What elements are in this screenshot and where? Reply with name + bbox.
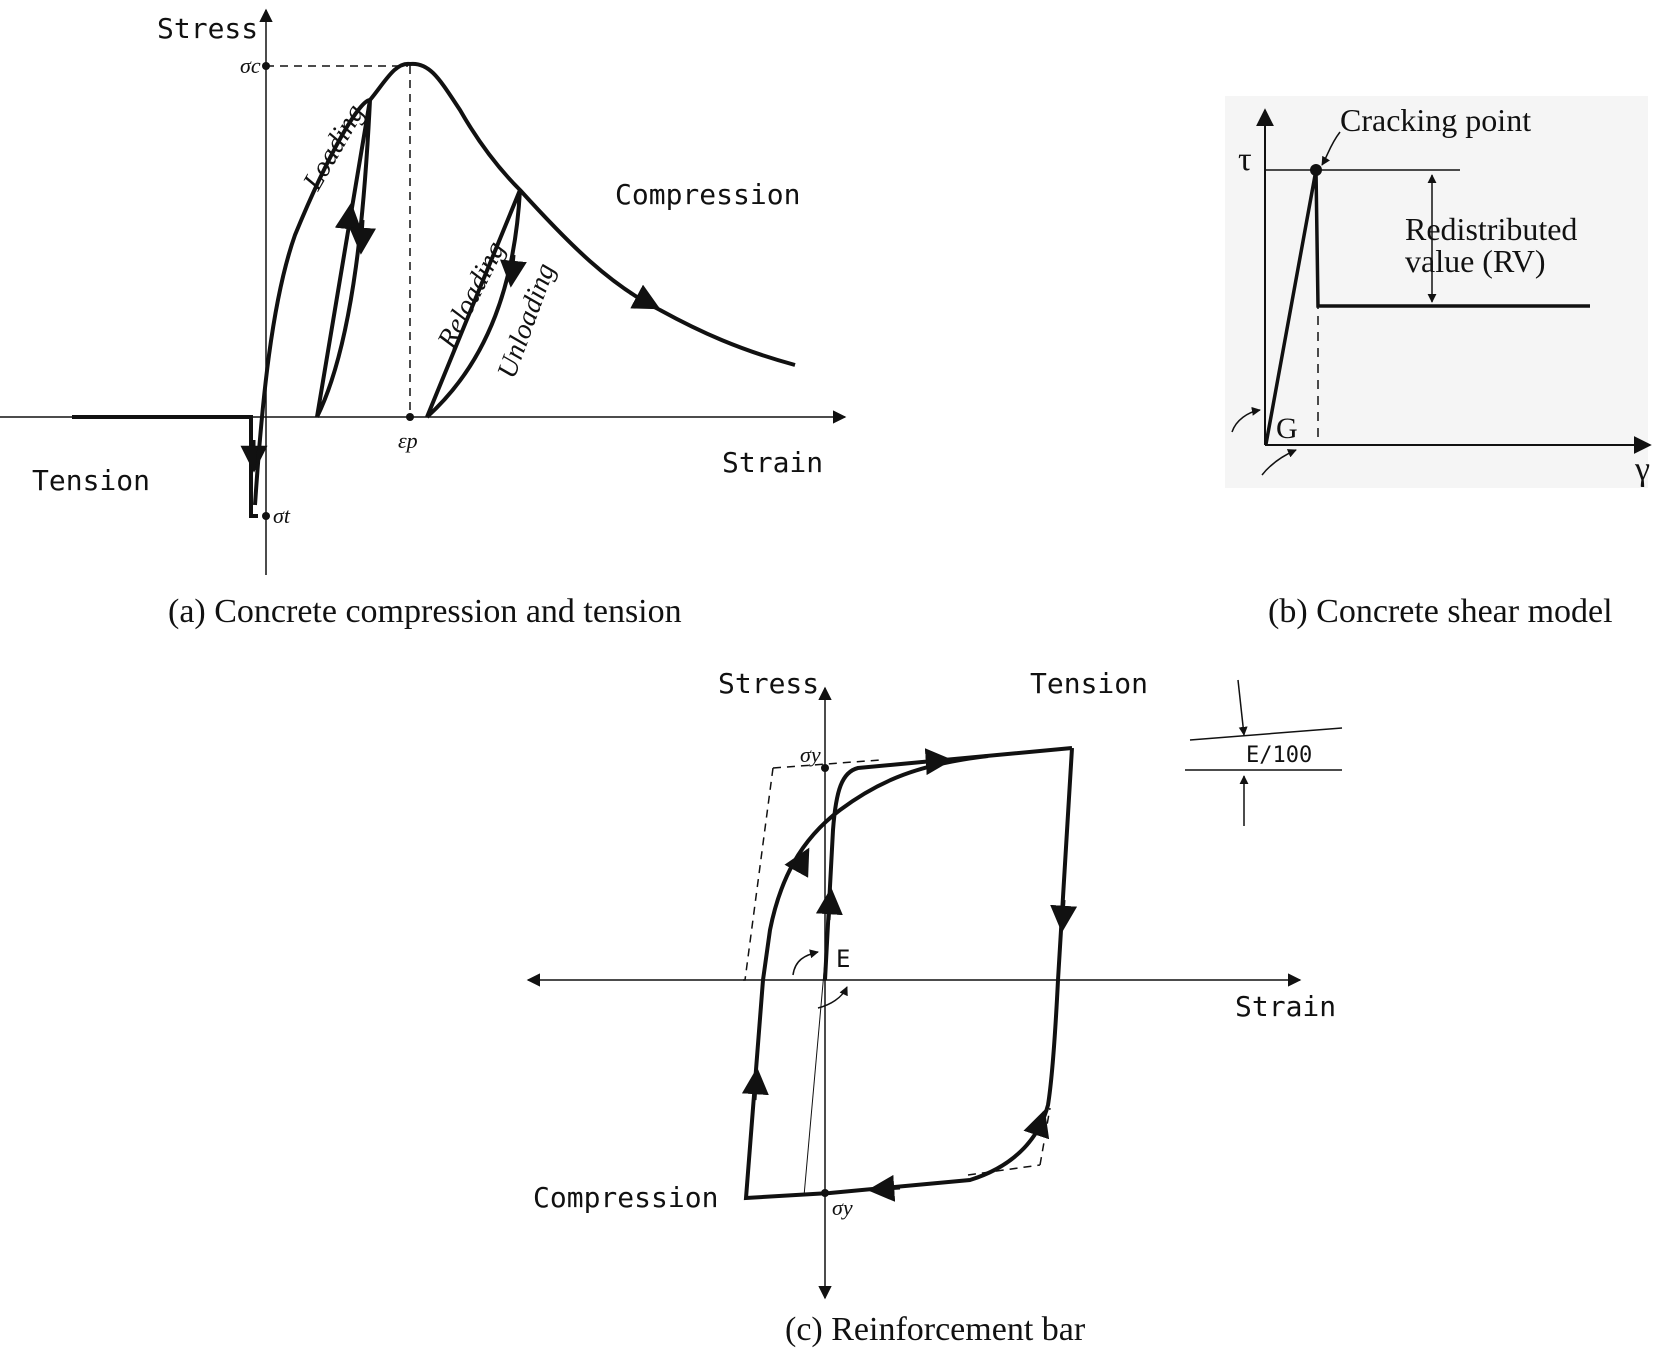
panel-a-loop-2-down-arrow [499, 254, 527, 288]
panel-b-concrete-shear-model: τ γ Cracking point Redistributed value (… [1225, 96, 1652, 630]
panel-c-arrow-up-left-1 [741, 1067, 769, 1101]
panel-c-bilinear-envelope [743, 759, 1051, 1176]
panel-a-peak-strain-point [406, 413, 414, 421]
panel-b-modulus-arc-lower [1261, 449, 1297, 476]
panel-a-loop-1 [315, 99, 372, 418]
panel-a-loop-2 [425, 189, 522, 419]
panel-a-peak-stress-symbol: σc [240, 53, 261, 78]
panel-c-yield-bottom-symbol: σy [832, 1195, 853, 1220]
panel-a-unloading-label: Unloading [491, 259, 561, 382]
panel-c-compression-label: Compression [533, 1181, 718, 1214]
panel-a-concrete-compression-tension: Stress Strain σc εp σt Compression Tensi… [0, 8, 847, 630]
panel-c-loop-outer [743, 747, 1074, 1201]
panel-a-peak-stress-point [262, 62, 270, 70]
panel-c-arrow-down-right [1050, 899, 1078, 933]
panel-a-caption: (a) Concrete compression and tension [168, 593, 682, 630]
panel-b-cracking-label: Cracking point [1340, 102, 1531, 138]
panel-c-yield-top-point [821, 764, 829, 772]
panel-b-cracking-leader [1321, 131, 1341, 166]
panel-b-x-axis-label: γ [1634, 451, 1650, 488]
panel-a-x-axis-label: Strain [722, 446, 823, 479]
panel-c-reinforcement-bar: Stress Strain Tension Compression σy σy … [526, 667, 1343, 1348]
panel-c-arrow-bottom-left [867, 1174, 901, 1202]
panel-c-modulus-label: E [836, 945, 850, 973]
panel-c-arrow-up-inner [815, 887, 843, 921]
panel-b-y-axis-label: τ [1238, 141, 1252, 178]
panel-a-y-axis-label: Stress [157, 12, 258, 45]
panel-b-modulus-arc-upper [1231, 406, 1261, 433]
panel-c-hardening-label: E/100 [1246, 743, 1312, 768]
panel-c-hardening-arrow-top [1237, 679, 1248, 736]
panel-c-x-axis-label: Strain [1235, 990, 1336, 1023]
panel-b-redistributed-label-1: Redistributed [1405, 211, 1577, 247]
panel-c-yield-bottom-point [821, 1189, 829, 1197]
panel-a-tensile-strength-point [262, 512, 270, 520]
panel-a-peak-strain-symbol: εp [398, 428, 418, 453]
panel-c-modulus-arc-upper [792, 949, 819, 976]
panel-c-arrow-top-right [919, 748, 953, 776]
panel-c-tension-label: Tension [1030, 667, 1148, 700]
panel-a-loop-1-down-arrow [349, 219, 376, 255]
panel-a-compression-label: Compression [615, 178, 800, 211]
panel-c-loop-inner [823, 746, 1073, 981]
panel-a-envelope-arrow [629, 284, 661, 310]
panel-a-tension-label: Tension [32, 464, 150, 497]
panel-b-cracking-point [1310, 164, 1322, 176]
panel-c-yield-top-symbol: σy [800, 742, 821, 767]
panel-a-tensile-strength-symbol: σt [273, 503, 291, 528]
panel-b-redistributed-label-2: value (RV) [1405, 243, 1546, 279]
panel-c-hardening-line-upper [1189, 727, 1343, 741]
panel-a-loop-1-up-arrow [334, 202, 362, 241]
panel-b-modulus-label: G [1276, 412, 1298, 445]
panel-a-reloading-label: Reloading [431, 237, 511, 355]
panel-c-arrow-up-left-2 [784, 847, 810, 878]
panel-b-caption: (b) Concrete shear model [1268, 593, 1613, 630]
panel-c-y-axis-label: Stress [718, 667, 819, 700]
panel-c-caption: (c) Reinforcement bar [785, 1311, 1086, 1348]
panel-a-loading-label: Loading [297, 99, 371, 196]
panel-c-modulus-arc-lower [817, 986, 848, 1009]
panel-c-arrow-up-right-lower [1023, 1109, 1050, 1140]
panel-b-shear-curve [1264, 169, 1590, 445]
